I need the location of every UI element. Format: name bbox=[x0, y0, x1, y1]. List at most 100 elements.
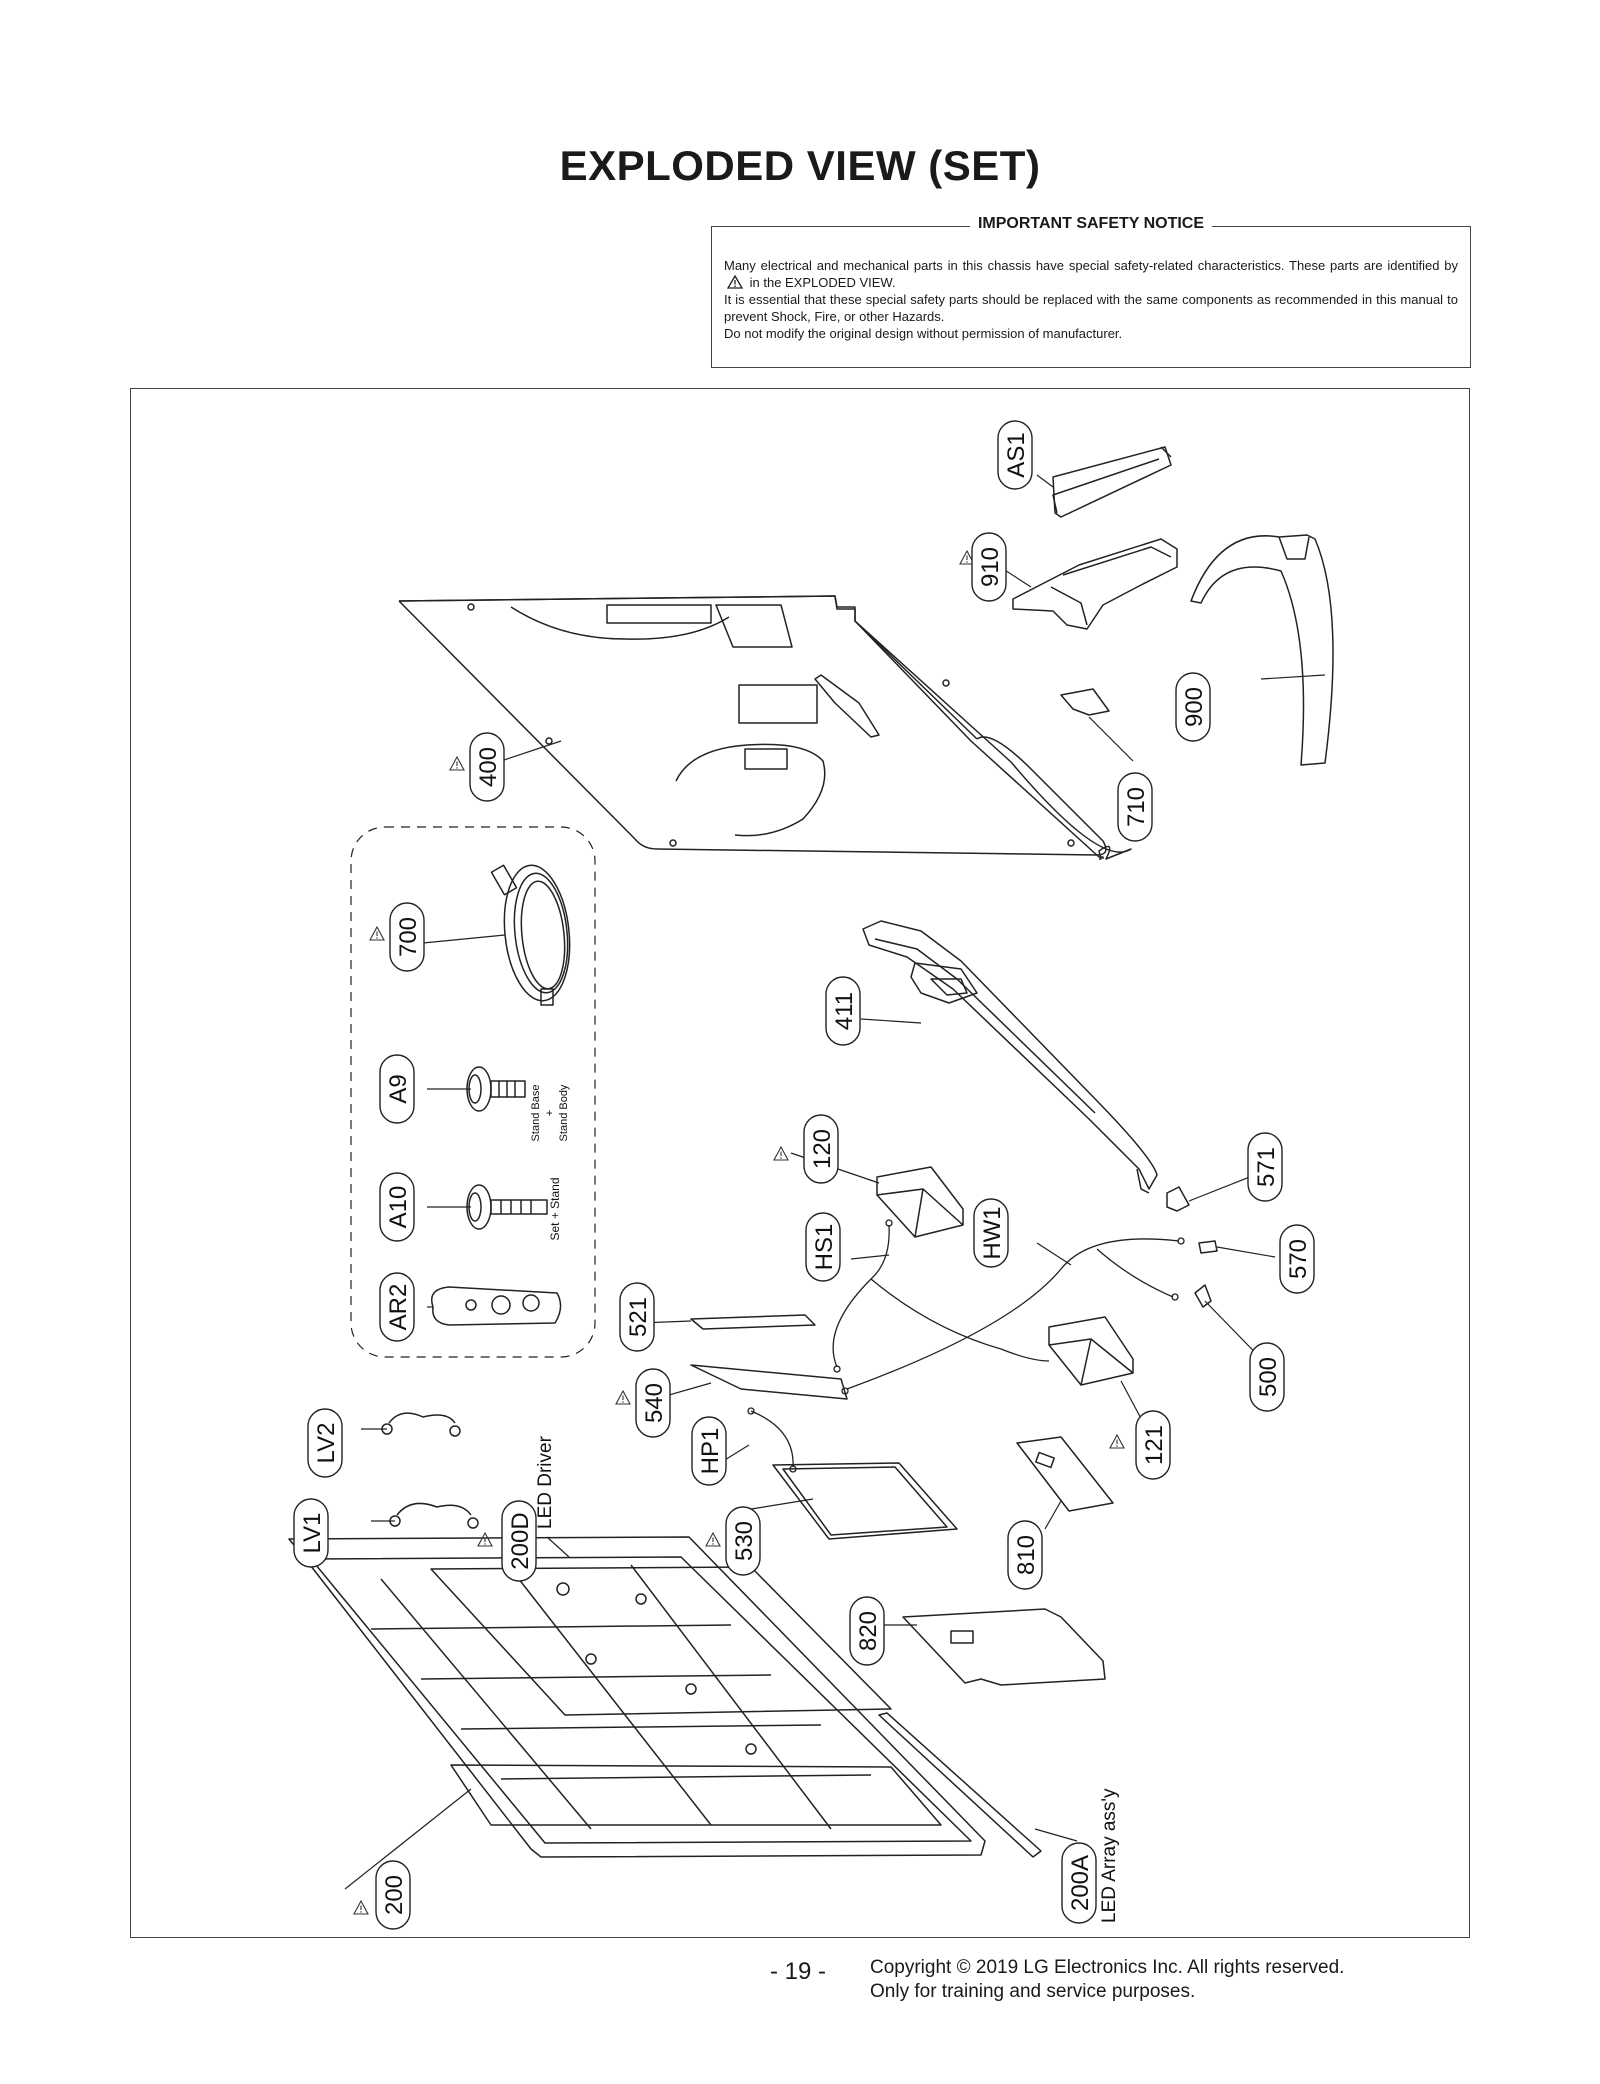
svg-text:HS1: HS1 bbox=[811, 1224, 838, 1271]
svg-text:820: 820 bbox=[855, 1611, 882, 1651]
part-label-540: 540 bbox=[635, 1368, 671, 1438]
stand-rail-AS1 bbox=[1052, 446, 1172, 518]
warning-triangle-icon bbox=[449, 756, 465, 771]
svg-text:200A: 200A bbox=[1067, 1855, 1094, 1911]
main-board-540 bbox=[690, 1364, 848, 1400]
svg-text:120: 120 bbox=[809, 1129, 836, 1169]
part-label-400: 400 bbox=[469, 732, 505, 802]
svg-text:200D: 200D bbox=[507, 1512, 534, 1569]
svg-text:200: 200 bbox=[381, 1875, 408, 1915]
part-label-LV2: LV2 bbox=[307, 1408, 343, 1478]
svg-text:500: 500 bbox=[1255, 1357, 1282, 1397]
page-title: EXPLODED VIEW (SET) bbox=[559, 142, 1041, 189]
warning-triangle-icon bbox=[726, 274, 744, 289]
svg-text:530: 530 bbox=[731, 1521, 758, 1561]
safety-notice-body: Many electrical and mechanical parts in … bbox=[724, 257, 1458, 342]
svg-text:521: 521 bbox=[625, 1297, 652, 1337]
svg-text:810: 810 bbox=[1013, 1535, 1040, 1575]
part-label-521: 521 bbox=[619, 1282, 655, 1352]
svg-text:910: 910 bbox=[977, 547, 1004, 587]
part-label-120: 120 bbox=[803, 1114, 839, 1184]
notice-line-1a: Many electrical and mechanical parts in … bbox=[724, 258, 1458, 273]
warning-triangle-icon bbox=[353, 1900, 369, 1915]
part-label-500: 500 bbox=[1249, 1342, 1285, 1412]
part-label-200: 200 bbox=[375, 1860, 411, 1930]
led-lens-LV2 bbox=[381, 1412, 461, 1437]
caption-stand-body: Stand Body bbox=[558, 1084, 570, 1141]
back-cover-400 bbox=[398, 595, 1132, 860]
notice-line-2: It is essential that these special safet… bbox=[724, 292, 1458, 324]
part-label-HS1: HS1 bbox=[805, 1212, 841, 1282]
part-label-571: 571 bbox=[1247, 1132, 1283, 1202]
speaker-120 bbox=[876, 1166, 964, 1238]
svg-text:121: 121 bbox=[1141, 1425, 1168, 1465]
warning-triangle-icon bbox=[615, 1390, 631, 1405]
led-lens-LV1 bbox=[389, 1502, 479, 1529]
part-label-AS1: AS1 bbox=[997, 420, 1033, 490]
svg-text:571: 571 bbox=[1253, 1147, 1280, 1187]
safety-notice-heading: IMPORTANT SAFETY NOTICE bbox=[969, 215, 1213, 232]
warning-triangle-icon bbox=[1109, 1434, 1125, 1449]
part-label-411: 411 bbox=[825, 976, 861, 1046]
board-571 bbox=[1166, 1186, 1190, 1212]
part-label-820: 820 bbox=[849, 1596, 885, 1666]
exploded-view-diagram: AS1 910 900 710 400 700 A9 A10 bbox=[130, 388, 1470, 1938]
part-label-200D: 200D bbox=[501, 1500, 537, 1582]
svg-text:AR2: AR2 bbox=[385, 1284, 412, 1331]
copyright-notice: Copyright © 2019 LG Electronics Inc. All… bbox=[870, 1956, 1344, 2004]
warning-triangle-icon bbox=[705, 1532, 721, 1547]
caption-stand-base: Stand Base bbox=[530, 1085, 542, 1142]
part-label-A9: A9 bbox=[379, 1054, 415, 1124]
svg-text:400: 400 bbox=[475, 747, 502, 787]
warning-triangle-icon bbox=[369, 926, 385, 941]
screw-A10 bbox=[466, 1184, 548, 1230]
copyright-line-1: Copyright © 2019 LG Electronics Inc. All… bbox=[870, 1957, 1345, 1978]
bottom-frame-411 bbox=[862, 920, 1158, 1194]
part-label-HW1: HW1 bbox=[973, 1198, 1009, 1268]
screw-A9 bbox=[466, 1066, 526, 1112]
board-570 bbox=[1198, 1240, 1218, 1254]
board-521 bbox=[690, 1314, 816, 1330]
part-label-121: 121 bbox=[1135, 1410, 1171, 1480]
power-board-530 bbox=[772, 1462, 958, 1540]
svg-text:HW1: HW1 bbox=[979, 1206, 1006, 1259]
svg-text:LV1: LV1 bbox=[299, 1513, 326, 1554]
svg-text:HP1: HP1 bbox=[697, 1428, 724, 1475]
caption-plus: + bbox=[544, 1110, 556, 1116]
part-label-900: 900 bbox=[1175, 672, 1211, 742]
warning-triangle-icon bbox=[773, 1146, 789, 1161]
part-label-LV1: LV1 bbox=[293, 1498, 329, 1568]
speaker-121 bbox=[1048, 1316, 1134, 1386]
part-label-910: 910 bbox=[971, 532, 1007, 602]
safety-notice-box: IMPORTANT SAFETY NOTICE Many electrical … bbox=[711, 215, 1471, 368]
cable-HS1 bbox=[832, 1219, 1050, 1373]
caption-led-driver: LED Driver bbox=[535, 1435, 556, 1529]
part-label-810: 810 bbox=[1007, 1520, 1043, 1590]
leader-lines bbox=[344, 474, 1326, 1890]
board-500 bbox=[1194, 1284, 1212, 1308]
notice-line-3: Do not modify the original design withou… bbox=[724, 326, 1123, 341]
caption-led-array: LED Array ass'y bbox=[1099, 1788, 1120, 1923]
part-label-570: 570 bbox=[1279, 1224, 1315, 1294]
insulator-sheet-820 bbox=[902, 1608, 1106, 1686]
svg-text:A10: A10 bbox=[385, 1186, 412, 1229]
part-label-200A: 200A bbox=[1061, 1842, 1097, 1924]
cable-HP1 bbox=[747, 1407, 797, 1473]
stand-arc-900 bbox=[1190, 534, 1334, 766]
remote-control-AR2 bbox=[431, 1286, 562, 1326]
svg-text:LV2: LV2 bbox=[313, 1423, 340, 1464]
display-panel-200 bbox=[288, 1536, 986, 1858]
part-label-HP1: HP1 bbox=[691, 1416, 727, 1486]
board-810 bbox=[1016, 1436, 1114, 1512]
part-label-710: 710 bbox=[1117, 772, 1153, 842]
stand-bracket-910 bbox=[1012, 538, 1178, 630]
part-label-AR2: AR2 bbox=[379, 1272, 415, 1342]
part-label-A10: A10 bbox=[379, 1172, 415, 1242]
svg-text:540: 540 bbox=[641, 1383, 668, 1423]
svg-text:A9: A9 bbox=[385, 1074, 412, 1103]
power-cord-700 bbox=[490, 864, 571, 1006]
cable-HW1 bbox=[841, 1237, 1185, 1395]
copyright-line-2: Only for training and service purposes. bbox=[870, 1981, 1196, 2002]
svg-text:900: 900 bbox=[1181, 687, 1208, 727]
led-array-200A bbox=[878, 1712, 1042, 1858]
